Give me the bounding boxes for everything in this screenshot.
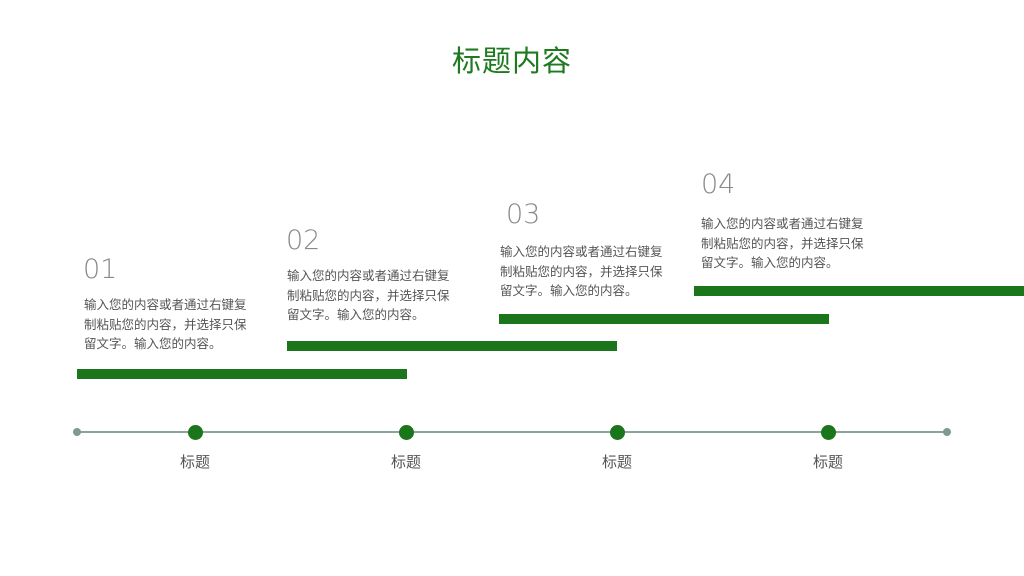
timeline-node-03 — [610, 425, 625, 440]
timeline-label-02: 标题 — [390, 453, 421, 471]
timeline-label-03: 标题 — [601, 453, 632, 471]
step-number-04: 04 — [701, 169, 736, 200]
timeline-node-04 — [821, 425, 836, 440]
step-text-01: 输入您的内容或者通过右键复制粘贴您的内容，并选择只保留文字。输入您的内容。 — [84, 297, 247, 351]
timeline-label-04: 标题 — [812, 453, 843, 471]
step-bar-03 — [499, 314, 829, 324]
step-text-03: 输入您的内容或者通过右键复制粘贴您的内容，并选择只保留文字。输入您的内容。 — [500, 244, 663, 298]
timeline-node-02 — [399, 425, 414, 440]
timeline-start-dot — [73, 428, 81, 436]
timeline-label-01: 标题 — [179, 453, 210, 471]
step-number-01: 01 — [83, 254, 118, 285]
timeline-axis — [77, 431, 947, 433]
step-text-04: 输入您的内容或者通过右键复制粘贴您的内容，并选择只保留文字。输入您的内容。 — [701, 216, 864, 270]
step-text-02: 输入您的内容或者通过右键复制粘贴您的内容，并选择只保留文字。输入您的内容。 — [287, 268, 450, 322]
step-number-03: 03 — [506, 199, 541, 230]
step-bar-04 — [694, 286, 1024, 296]
timeline-node-01 — [188, 425, 203, 440]
page-title: 标题内容 — [451, 44, 572, 78]
timeline-end-dot — [943, 428, 951, 436]
step-bar-01 — [77, 369, 407, 379]
step-bar-02 — [287, 341, 617, 351]
step-number-02: 02 — [286, 225, 321, 256]
